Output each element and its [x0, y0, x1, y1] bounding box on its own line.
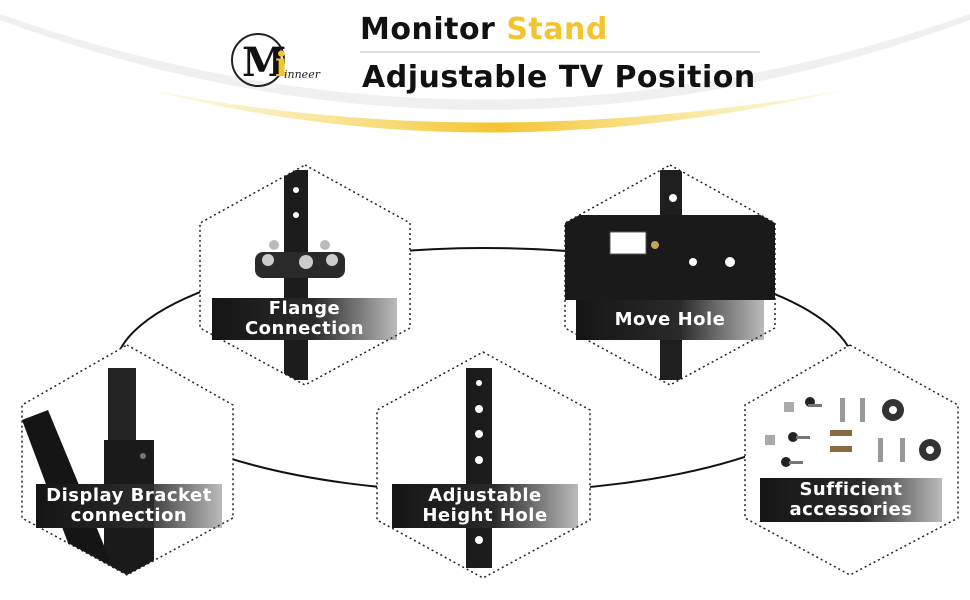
feature-tile-move-hole — [564, 164, 776, 386]
feature-label-bracket: Display Bracket connection — [36, 484, 222, 528]
label-line2: Connection — [244, 318, 365, 339]
feature-tile-accessories — [744, 344, 959, 576]
height-hole-illustration — [466, 368, 492, 568]
feature-label-move-hole: Move Hole — [576, 300, 764, 340]
gold-swoosh — [150, 90, 845, 133]
page-title: Monitor Stand — [360, 12, 608, 47]
label-line1: Flange — [268, 298, 341, 319]
label-line2: connection — [70, 505, 188, 526]
page-subtitle: Adjustable TV Position — [362, 60, 756, 95]
label-line1: Sufficient — [799, 479, 903, 500]
feature-tile-bracket — [21, 344, 234, 576]
flange-illustration — [255, 170, 345, 380]
top-white — [0, 0, 970, 100]
logo-accent-letter: i — [275, 45, 288, 85]
title-text: Monitor — [360, 12, 496, 47]
label-line1: Adjustable — [428, 485, 542, 506]
label-line2: accessories — [789, 499, 913, 520]
feature-label-accessories: Sufficient accessories — [760, 478, 942, 522]
label-line1: Move Hole — [614, 309, 726, 330]
feature-tile-flange — [199, 164, 411, 386]
feature-label-flange: Flange Connection — [212, 298, 397, 340]
move-hole-illustration — [565, 170, 775, 380]
logo-wordmark: inneer — [284, 68, 321, 81]
title-accent: Stand — [506, 12, 608, 47]
accessories-illustration — [765, 397, 941, 467]
label-line2: Height Hole — [422, 505, 548, 526]
logo-mark: M i inneer — [231, 33, 321, 87]
brand-logo: M i inneer — [228, 24, 338, 94]
logo-monogram: M — [242, 39, 286, 86]
feature-tile-height-hole — [376, 351, 591, 579]
feature-label-height-hole: Adjustable Height Hole — [392, 484, 578, 528]
label-line1: Display Bracket — [46, 485, 212, 506]
